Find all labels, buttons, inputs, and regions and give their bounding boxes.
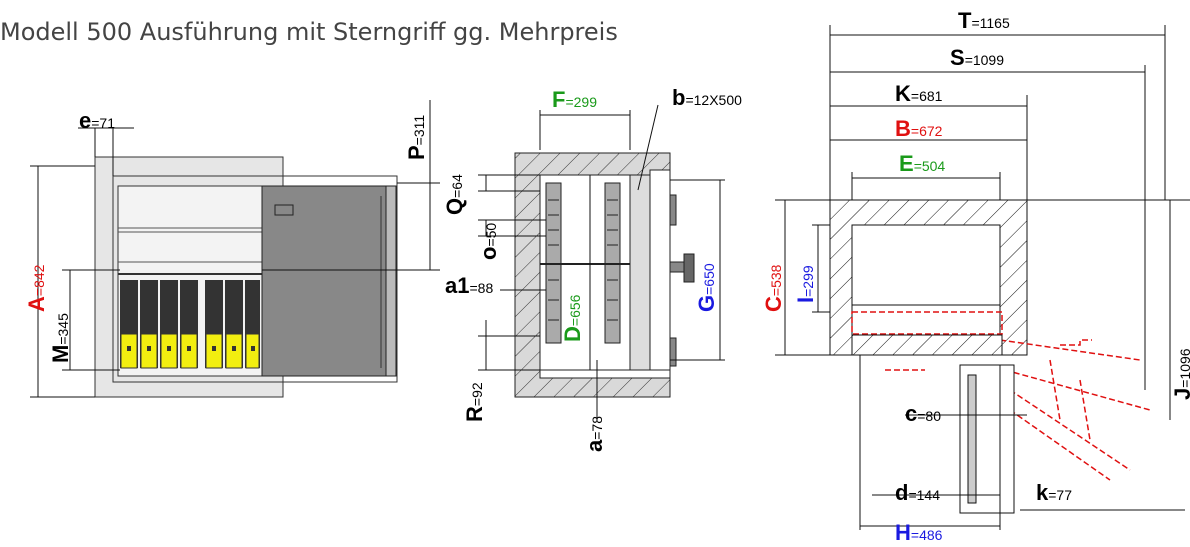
front-view: [30, 100, 440, 398]
dim-G: G=650: [694, 263, 719, 312]
dim-e: e=71: [79, 108, 115, 133]
dim-K: K=681: [895, 81, 943, 106]
star-handle: [669, 253, 695, 283]
dim-J: J=1096: [1170, 348, 1190, 400]
dim-P: P=311: [404, 115, 429, 160]
dim-k: k=77: [1036, 480, 1072, 505]
binders: [120, 280, 260, 369]
dim-C: C=538: [761, 264, 786, 312]
dim-R: R=92: [462, 382, 487, 422]
dim-D: D=656: [560, 294, 585, 342]
safe-top-interior: [851, 224, 1001, 306]
dim-Q: Q=64: [442, 174, 467, 215]
safe-frame: [112, 175, 398, 383]
dim-b: b=12X500: [672, 85, 742, 110]
dim-M: M=345: [48, 313, 73, 363]
dim-H: H=486: [895, 520, 943, 545]
dim-I: I=299: [793, 265, 818, 303]
dim-A: A=842: [24, 264, 49, 312]
dim-a: a=78: [582, 416, 607, 452]
dim-o: o=50: [476, 223, 501, 260]
door-swing-red: [851, 311, 1151, 481]
dim-T: T=1165: [958, 8, 1010, 33]
dim-c: c=80: [905, 401, 941, 426]
open-door: [261, 185, 387, 377]
dim-F: F=299: [552, 87, 597, 112]
dim-d: d=144: [895, 480, 940, 505]
drawing-title: Modell 500 Ausführung mit Sterngriff gg.…: [0, 18, 618, 46]
dim-E: E=504: [899, 151, 945, 176]
door-open-view: [959, 364, 1001, 514]
dim-a1: a1=88: [445, 273, 493, 298]
top-view: [775, 25, 1190, 530]
dim-S: S=1099: [950, 45, 1004, 70]
dim-B: B=672: [895, 116, 943, 141]
side-section: [478, 104, 725, 420]
